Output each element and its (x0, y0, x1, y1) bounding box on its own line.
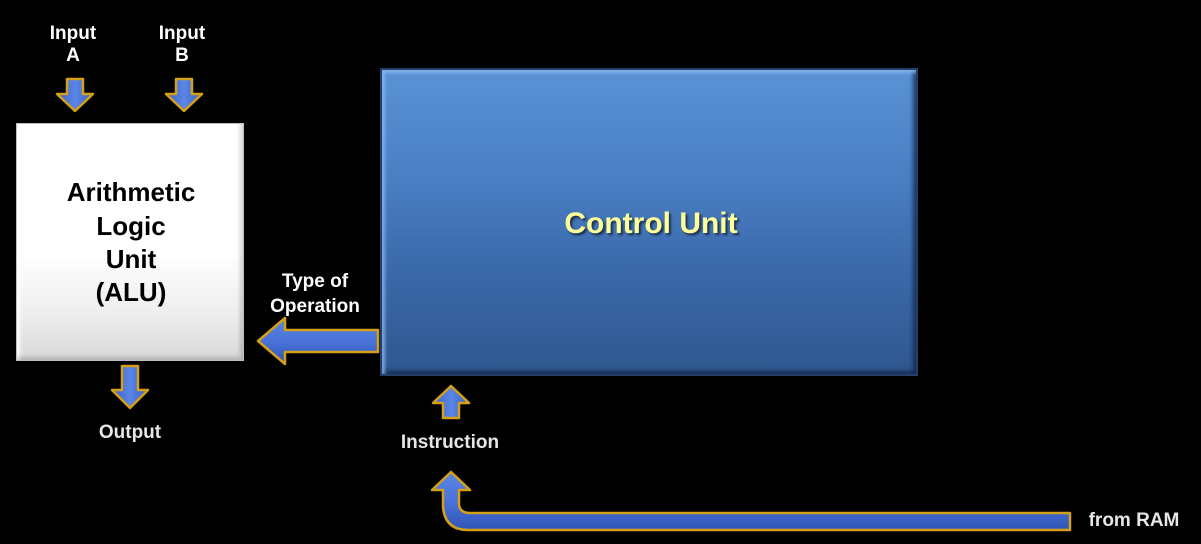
input-a-label: Input A (30, 23, 116, 67)
input-a-word: Input (49, 23, 97, 44)
control-unit-title: Control Unit (564, 207, 738, 240)
input-b-letter: B (175, 45, 189, 66)
operation-label-line-1: Type of (281, 271, 349, 292)
input-b-word: Input (158, 23, 206, 44)
alu-label-line-2: Logic (96, 211, 166, 241)
alu-box: Arithmetic Logic Unit (ALU) (16, 123, 244, 361)
input-a-arrow (55, 77, 95, 113)
from-ram-arrow (430, 470, 1072, 532)
operation-label-line-2: Operation (270, 296, 360, 317)
output-label: Output (98, 422, 162, 443)
input-a-letter: A (66, 45, 80, 66)
alu-label-line-1: Arithmetic (66, 177, 196, 207)
from-ram-label: from RAM (1088, 510, 1180, 531)
instruction-label: Instruction (400, 432, 500, 453)
operation-arrow (256, 316, 380, 366)
control-unit-box: Control Unit (380, 68, 918, 376)
instruction-arrow (431, 384, 471, 420)
alu-label-line-4: (ALU) (95, 277, 167, 307)
output-arrow (110, 364, 150, 410)
alu-label-line-3: Unit (105, 244, 157, 274)
input-b-arrow (164, 77, 204, 113)
input-b-label: Input B (139, 23, 225, 67)
